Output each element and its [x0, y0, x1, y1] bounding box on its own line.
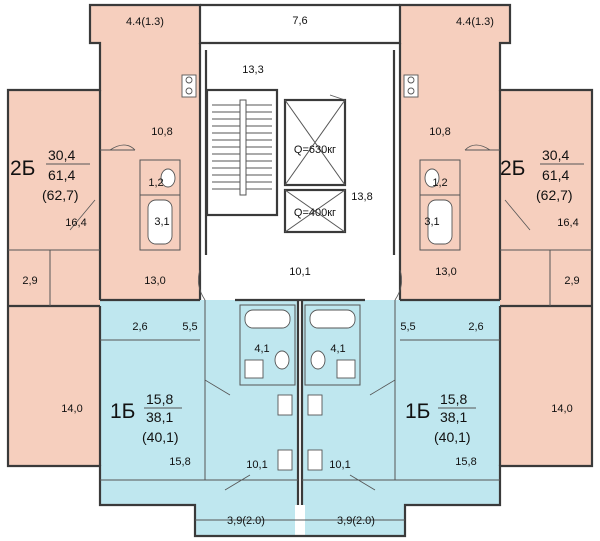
label-room2-left-2b: 13,0: [144, 275, 165, 287]
label-bath-right-1b: 4,1: [330, 343, 345, 355]
label-bath-left-1b: 4,1: [254, 343, 269, 355]
label-room-left-1b-b: 15,8: [169, 456, 190, 468]
apt-total-left-1b: 38,1: [146, 409, 173, 425]
label-kitchen-right-1b: 10,1: [329, 459, 350, 471]
label-hall-center: 10,1: [289, 266, 310, 278]
label-kitchen-right-2b: 10,8: [429, 126, 450, 138]
apt-type-left-1b: 1Б: [110, 400, 135, 423]
label-wc-right-2b: 1,2: [432, 177, 447, 189]
label-elevator-small: Q=400кг: [294, 207, 336, 219]
apt-total-right-2b: 61,4: [542, 167, 569, 183]
label-hall-left-1b: 5,5: [182, 321, 197, 333]
label-balcony-bottom-right: 3,9(2.0): [337, 515, 375, 527]
apt-type-right-1b: 1Б: [405, 400, 430, 423]
label-bath-right-2b: 3,1: [424, 216, 439, 228]
label-stair-landing: 13,3: [242, 64, 263, 76]
label-storage-right-1b: 2,6: [468, 321, 483, 333]
label-balcony-bottom-left: 3,9(2.0): [227, 515, 265, 527]
apt-total-balcony-right-1b: (40,1): [434, 429, 471, 445]
label-kitchen-left-1b: 10,1: [246, 459, 267, 471]
apartment-1b-right: [302, 300, 500, 505]
label-balcony-top-left: 4.4(1.3): [126, 16, 164, 28]
label-kitchen-left-2b: 10,8: [151, 126, 172, 138]
apt-type-right-2b: 2Б: [500, 157, 525, 180]
label-room-right-1b-b: 15,8: [455, 456, 476, 468]
apartment-1b-left: [100, 300, 298, 505]
room-left-14: [8, 306, 100, 466]
label-lift-hall: 13,8: [351, 191, 372, 203]
apt-living-left-1b: 15,8: [146, 391, 173, 407]
apt-total-left-2b: 61,4: [48, 167, 75, 183]
label-balcony-top-right: 4.4(1.3): [456, 16, 494, 28]
label-room-left-2b: 16,4: [65, 217, 86, 229]
door-swings: [69, 94, 531, 491]
apt-living-left-2b: 30,4: [48, 147, 75, 163]
label-room-right-1b-a: 14,0: [551, 403, 572, 415]
fixtures: [147, 74, 453, 471]
balcony-top-left: [90, 5, 200, 43]
label-wc-left-2b: 1,2: [148, 177, 163, 189]
apt-living-right-1b: 15,8: [440, 391, 467, 407]
label-top-corridor: 7,6: [292, 15, 307, 27]
apt-total-balcony-left-2b: (62,7): [42, 187, 79, 203]
staircase: [212, 99, 272, 196]
label-elevator-large: Q=630кг: [294, 144, 336, 156]
balcony-top-right: [400, 5, 510, 43]
apt-total-right-1b: 38,1: [440, 409, 467, 425]
apt-total-balcony-left-1b: (40,1): [142, 429, 179, 445]
label-hall-right-1b: 5,5: [400, 321, 415, 333]
label-room-right-2b: 16,4: [557, 217, 578, 229]
apt-type-left-2b: 2Б: [10, 157, 35, 180]
label-storage-left-1b: 2,6: [132, 321, 147, 333]
label-bath-left-2b: 3,1: [154, 216, 169, 228]
elevator-shafts: [284, 99, 346, 233]
room-right-14: [500, 306, 592, 466]
label-room-left-1b-a: 14,0: [61, 403, 82, 415]
label-room2-right-2b: 13,0: [435, 266, 456, 278]
apt-living-right-2b: 30,4: [542, 147, 569, 163]
label-storage-left-2b: 2,9: [22, 275, 37, 287]
apt-total-balcony-right-2b: (62,7): [536, 187, 573, 203]
label-storage-right-2b: 2,9: [564, 275, 579, 287]
